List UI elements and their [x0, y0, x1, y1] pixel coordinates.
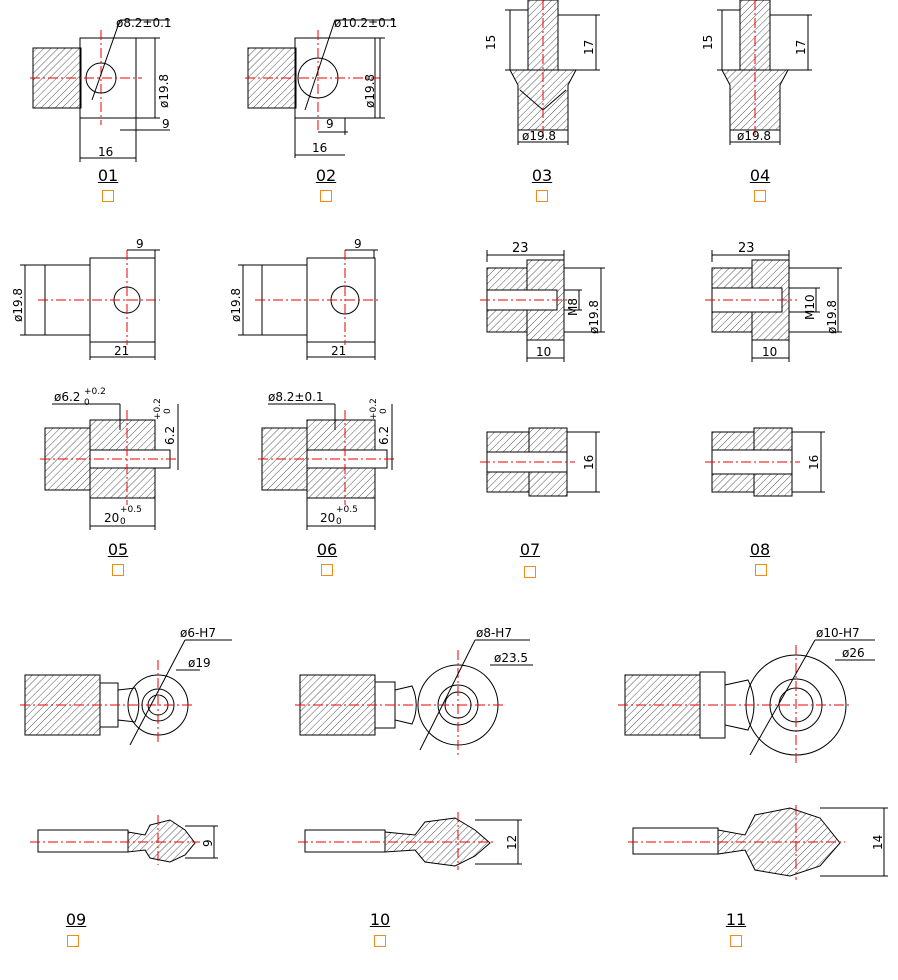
part-04-dim-0: 15: [701, 35, 715, 50]
part-08-dim-1: M10: [803, 294, 817, 320]
part-03-dim-0: 15: [484, 35, 498, 50]
part-07-dim-1: M8: [566, 298, 580, 316]
part-06-dim-6: 0: [379, 408, 389, 414]
part-02-label: 02: [315, 166, 337, 185]
part-05-checkbox[interactable]: [112, 564, 124, 576]
part-05-drawing: [20, 249, 179, 530]
part-08-dim-4: 16: [807, 455, 821, 470]
part-05-dim-6: 6.2: [163, 426, 177, 445]
part-11-dim-2: 14: [871, 835, 885, 850]
part-03-label: 03: [531, 166, 553, 185]
part-06-drawing: [238, 249, 395, 530]
part-02-dim-2: 9: [326, 117, 334, 131]
part-06-dim-8: +0.5: [336, 505, 358, 515]
part-06-dim-1: 9: [354, 237, 362, 251]
part-10-label: 10: [369, 910, 391, 929]
part-01-dim-1: ø19.8: [157, 74, 171, 108]
part-04-dim-1: 17: [794, 40, 808, 55]
part-04-checkbox[interactable]: [754, 190, 766, 202]
part-10-dim-2: 12: [505, 835, 519, 850]
part-02-dim-1: ø19.8: [363, 74, 377, 108]
part-10-dim-1: ø23.5: [494, 651, 528, 665]
part-09-dim-2: 9: [201, 839, 215, 847]
part-06-dim-9: 0: [336, 517, 342, 527]
part-05-dim-0: ø19.8: [11, 288, 25, 322]
part-07-dim-4: 16: [582, 455, 596, 470]
part-03-drawing: [505, 0, 600, 145]
part-07-dim-3: 10: [536, 345, 551, 359]
part-05-dim-4: +0.2: [84, 387, 106, 397]
part-04-dim-2: ø19.8: [737, 129, 771, 143]
part-09-dim-1: ø19: [188, 656, 211, 670]
part-06-label: 06: [316, 540, 338, 559]
part-03-checkbox[interactable]: [536, 190, 548, 202]
part-08-label: 08: [749, 540, 771, 559]
part-06-dim-5: +0.2: [369, 398, 379, 420]
part-08-dim-2: ø19.8: [825, 300, 839, 334]
part-06-dim-7: 20: [320, 511, 335, 525]
part-01-checkbox[interactable]: [102, 190, 114, 202]
part-09-drawing: [20, 639, 232, 865]
part-05-label: 05: [107, 540, 129, 559]
part-06-checkbox[interactable]: [321, 564, 333, 576]
part-03-dim-2: ø19.8: [522, 129, 556, 143]
part-10-drawing: [295, 639, 533, 870]
part-01-dim-2: 9: [162, 117, 170, 131]
part-05-dim-11: 0: [120, 517, 126, 527]
part-10-checkbox[interactable]: [374, 935, 386, 947]
part-11-checkbox[interactable]: [730, 935, 742, 947]
part-05-dim-3: ø6.2: [54, 390, 80, 404]
part-09-checkbox[interactable]: [67, 935, 79, 947]
part-07-checkbox[interactable]: [524, 566, 536, 578]
part-08-drawing: [705, 250, 842, 497]
part-01-dim-3: 16: [98, 145, 113, 159]
part-10-dim-0: ø8-H7: [476, 626, 512, 640]
part-07-label: 07: [519, 540, 541, 559]
part-06-dim-3: ø8.2±0.1: [268, 390, 324, 404]
part-06-dim-0: ø19.8: [229, 288, 243, 322]
part-05-dim-10: +0.5: [120, 505, 142, 515]
part-07-dim-0: 23: [512, 241, 529, 256]
part-06-dim-2: 21: [331, 344, 346, 358]
part-08-dim-0: 23: [738, 241, 755, 256]
part-06-dim-4: 6.2: [377, 426, 391, 445]
part-01-dim-0: ø8.2±0.1: [116, 16, 172, 30]
part-09-dim-0: ø6-H7: [180, 626, 216, 640]
part-03-dim-1: 17: [582, 40, 596, 55]
part-08-checkbox[interactable]: [755, 564, 767, 576]
part-08-dim-3: 10: [762, 345, 777, 359]
part-05-dim-9: 20: [104, 511, 119, 525]
part-11-dim-0: ø10-H7: [816, 626, 860, 640]
part-05-dim-2: 21: [114, 344, 129, 358]
part-09-label: 09: [65, 910, 87, 929]
part-05-dim-7: +0.2: [153, 398, 163, 420]
part-02-dim-0: ø10.2±0.1: [334, 16, 397, 30]
part-07-drawing: [480, 250, 605, 497]
part-11-label: 11: [725, 910, 747, 929]
part-02-checkbox[interactable]: [320, 190, 332, 202]
part-01-leader: [91, 19, 121, 101]
part-02-dim-3: 16: [312, 141, 327, 155]
part-05-dim-1: 9: [136, 237, 144, 251]
part-05-dim-8: 0: [163, 408, 173, 414]
part-04-drawing: [717, 0, 812, 145]
part-01-label: 01: [97, 166, 119, 185]
part-07-dim-2: ø19.8: [587, 300, 601, 334]
part-11-dim-1: ø26: [842, 646, 865, 660]
part-05-dim-5: 0: [84, 398, 90, 408]
part-02-drawing: [245, 19, 395, 158]
part-11-drawing: [618, 639, 888, 880]
part-01-drawing: [30, 19, 170, 162]
part-04-label: 04: [749, 166, 771, 185]
